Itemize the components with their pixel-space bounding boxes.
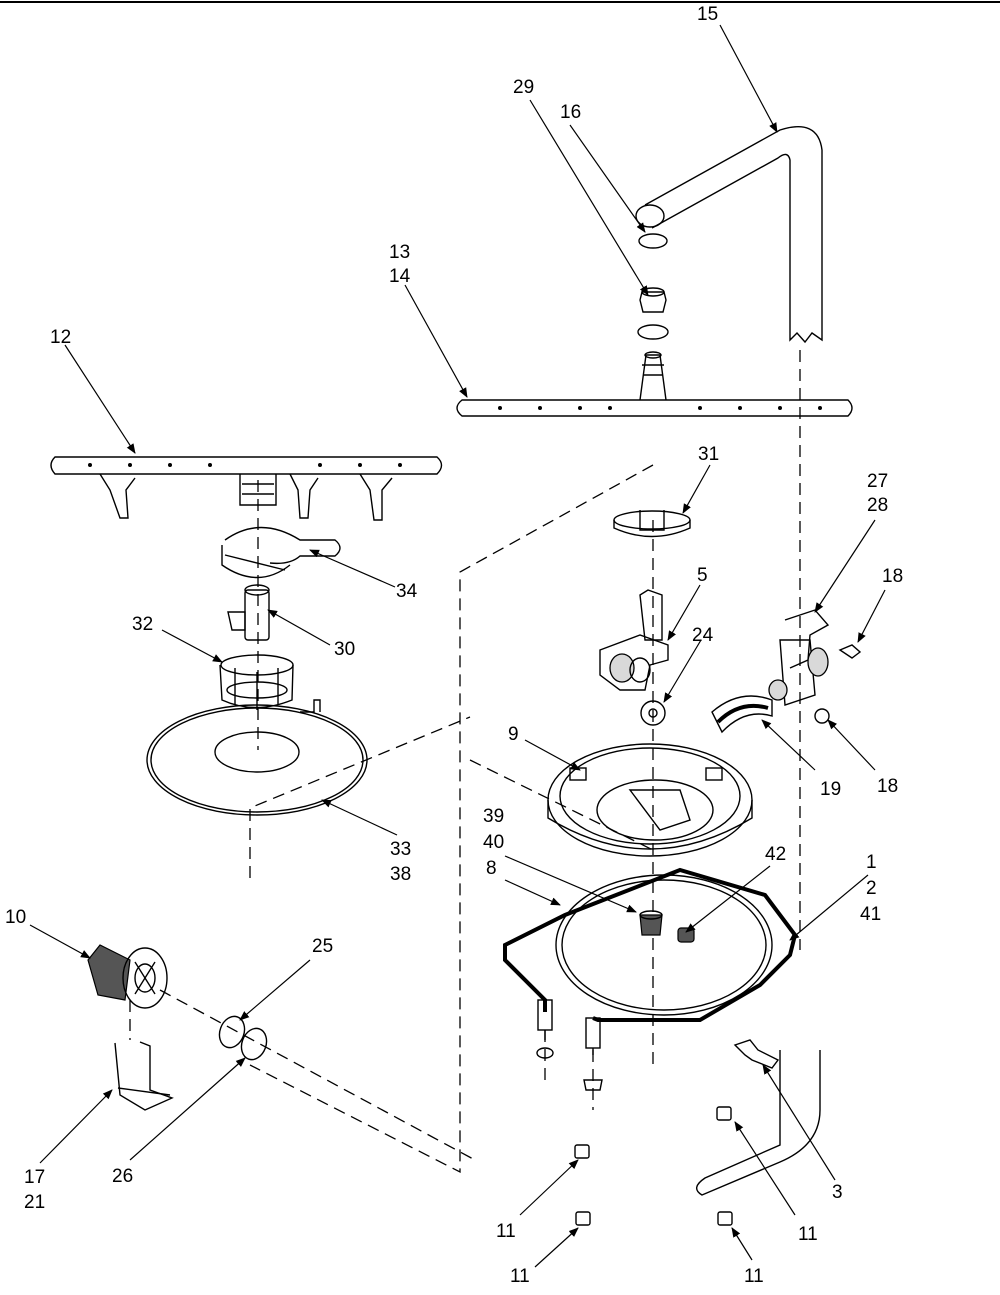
callout-27: 27 (867, 471, 888, 492)
heating-element (503, 867, 798, 1022)
mounting-clip (575, 1211, 591, 1226)
callout-15: 15 (697, 4, 718, 25)
drain-tube (696, 1050, 821, 1196)
callout-11-c: 11 (510, 1266, 530, 1287)
callout-34: 34 (396, 581, 418, 602)
mounting-clip (574, 1144, 590, 1159)
mounting-clip (716, 1106, 732, 1121)
callout-labels: 15 29 16 13 14 12 31 27 28 5 18 34 32 24… (5, 4, 903, 1287)
connector (677, 927, 695, 943)
motor-bracket (114, 1041, 174, 1111)
callout-25: 25 (312, 936, 333, 957)
callout-10: 10 (5, 907, 26, 928)
callout-17: 17 (24, 1167, 45, 1188)
sump-gasket (555, 874, 773, 1016)
mounting-clip (717, 1211, 733, 1226)
washer-ring (640, 700, 666, 726)
callout-8: 8 (486, 858, 497, 879)
callout-33: 33 (390, 839, 411, 860)
pump-housing (599, 589, 669, 691)
leader-lines (29, 24, 886, 1268)
callout-3: 3 (832, 1182, 843, 1203)
thermistor (639, 910, 663, 936)
callout-30: 30 (334, 639, 355, 660)
callout-18-lower: 18 (877, 776, 898, 797)
callout-39: 39 (483, 806, 504, 827)
lower-spray-arm (50, 456, 443, 521)
callout-11-a: 11 (496, 1221, 516, 1242)
callout-2: 2 (866, 878, 877, 899)
hose-clamp-lower (814, 708, 830, 724)
callout-41: 41 (860, 904, 881, 925)
pump-cover-cap (613, 510, 691, 538)
sump-housing (547, 743, 753, 857)
callout-21: 21 (24, 1192, 45, 1213)
callout-18-upper: 18 (882, 566, 903, 587)
pump-motor (87, 944, 168, 1009)
callout-19: 19 (820, 779, 841, 800)
callout-11-d: 11 (744, 1266, 764, 1287)
callout-32: 32 (132, 614, 153, 635)
spray-arm-nut (637, 287, 669, 340)
callout-9: 9 (508, 724, 519, 745)
callout-14: 14 (389, 266, 411, 287)
filter-screen (146, 699, 368, 816)
callout-1: 1 (866, 852, 877, 873)
water-inlet-valve (768, 609, 830, 706)
callout-12: 12 (50, 327, 71, 348)
callout-24: 24 (692, 625, 714, 646)
heater-terminals (536, 999, 603, 1091)
callout-42: 42 (765, 844, 786, 865)
callout-5: 5 (697, 565, 708, 586)
callout-38: 38 (390, 864, 411, 885)
spray-arm-hub (221, 526, 341, 579)
water-supply-tube (635, 126, 823, 344)
drain-bracket (733, 1039, 780, 1069)
callout-11-b: 11 (798, 1224, 818, 1245)
tube-gasket (638, 233, 668, 249)
callout-29: 29 (513, 77, 534, 98)
callout-16: 16 (560, 102, 581, 123)
callout-28: 28 (867, 495, 888, 516)
filter-cup (219, 654, 294, 710)
center-tube (227, 584, 270, 641)
upper-spray-arm (456, 351, 853, 417)
callout-26: 26 (112, 1166, 133, 1187)
callout-31: 31 (698, 444, 719, 465)
fill-hose (711, 695, 773, 734)
callout-13: 13 (389, 242, 410, 263)
hose-clamp-upper (838, 644, 862, 659)
callout-40: 40 (483, 832, 504, 853)
o-rings (218, 1015, 268, 1061)
